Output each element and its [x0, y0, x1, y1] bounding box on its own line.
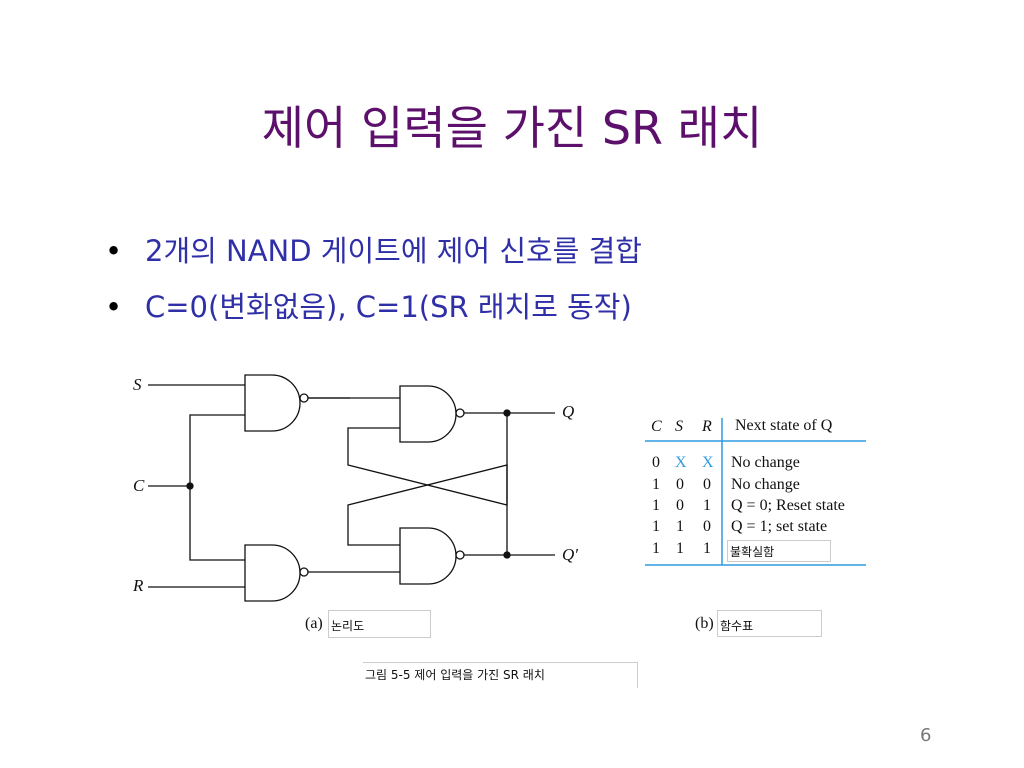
- output-label-qbar: Q′: [562, 545, 578, 564]
- nand-gate-q: [399, 385, 465, 443]
- bullet-item: • 2개의 NAND 게이트에 제어 신호를 결합: [105, 228, 642, 270]
- table-cell: Q = 1; set state: [731, 518, 828, 535]
- caption-b-prefix: (b): [695, 615, 714, 632]
- table-cell: 0: [703, 518, 711, 535]
- table-cell: X: [675, 454, 687, 471]
- table-cell: X: [702, 454, 714, 471]
- caption-a: 논리도: [328, 610, 431, 638]
- page-number: 6: [920, 725, 932, 746]
- table-cell: 0: [652, 454, 660, 471]
- table-cell: 1: [676, 518, 684, 535]
- bullet-icon: •: [105, 234, 123, 268]
- output-label-q: Q: [562, 402, 575, 421]
- junction-dot: [503, 551, 511, 559]
- table-cell: 1: [652, 518, 660, 535]
- caption-a-prefix: (a): [305, 615, 323, 632]
- table-header: S: [675, 418, 683, 435]
- bullet-icon: •: [105, 290, 123, 324]
- bullet-text: C=0(변화없음), C=1(SR 래치로 동작): [145, 290, 632, 324]
- caption-b: 함수표: [717, 610, 822, 637]
- wires: [148, 384, 555, 588]
- input-label-c: C: [133, 476, 145, 495]
- bullet-item: • C=0(변화없음), C=1(SR 래치로 동작): [105, 284, 632, 326]
- table-header: Next state of Q: [735, 417, 833, 434]
- table-header: R: [702, 418, 712, 435]
- table-header: C: [651, 418, 662, 435]
- table-cell: 1: [703, 540, 711, 557]
- nand-gate-qbar: [399, 527, 465, 585]
- table-cell: 1: [676, 540, 684, 557]
- table-lines: [645, 418, 866, 566]
- junction-dot: [186, 482, 194, 490]
- table-cell: No change: [731, 454, 800, 471]
- table-cell: Q = 0; Reset state: [731, 497, 845, 514]
- table-cell: 1: [703, 497, 711, 514]
- table-cell: 0: [703, 476, 711, 493]
- table-cell: 0: [676, 497, 684, 514]
- bullet-text: 2개의 NAND 게이트에 제어 신호를 결합: [145, 234, 642, 268]
- input-label-s: S: [133, 375, 142, 394]
- slide-title: 제어 입력을 가진 SR 래치: [261, 101, 763, 155]
- table-cell: 1: [652, 540, 660, 557]
- figure-caption: 그림 5-5 제어 입력을 가진 SR 래치: [363, 662, 638, 688]
- nand-gate-r: [244, 544, 309, 602]
- table-cell: No change: [731, 476, 800, 493]
- input-label-r: R: [133, 576, 144, 595]
- table-cell: 불확실함: [727, 540, 831, 562]
- table-cell: 1: [652, 497, 660, 514]
- junction-dot: [503, 409, 511, 417]
- table-cell: 1: [652, 476, 660, 493]
- nand-gate-s: [244, 374, 309, 432]
- table-cell: 0: [676, 476, 684, 493]
